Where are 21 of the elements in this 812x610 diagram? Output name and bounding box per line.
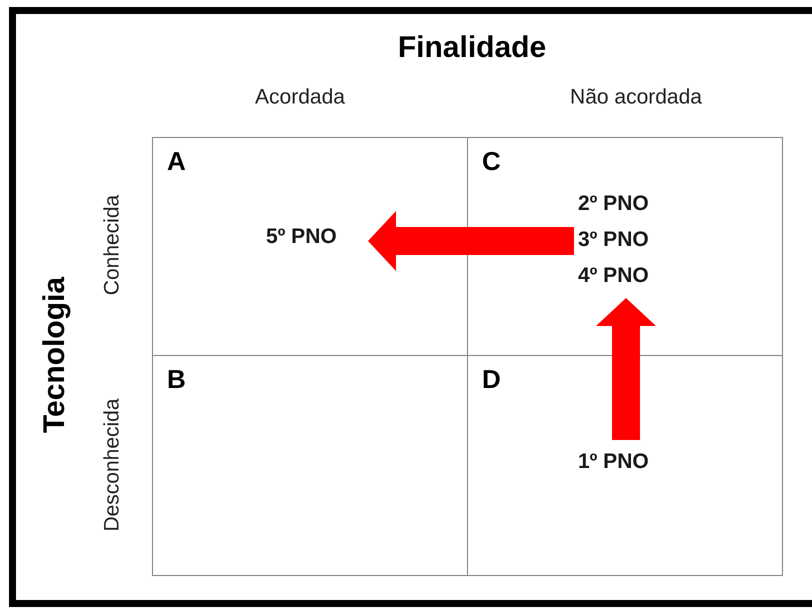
row-header: Conhecida [102,194,122,296]
quadrant-cell [152,137,468,356]
quadrant-letter: B [167,366,186,392]
quadrant-letter: A [167,148,186,174]
block-arrow [368,211,574,271]
phase-label: 1º PNO [578,449,649,475]
column-header: Não acordada [570,86,702,108]
quadrant-cell [467,355,783,576]
phase-label: 4º PNO [578,263,649,289]
column-header: Acordada [255,86,345,108]
phase-label: 5º PNO [266,224,337,250]
phase-label: 2º PNO [578,191,649,217]
block-arrow [596,298,656,440]
quadrant-cell [467,137,783,356]
quadrant-cell [152,355,468,576]
row-header: Desconhecida [102,398,122,532]
quadrant-letter: C [482,148,501,174]
axis-title: Tecnologia [40,276,70,434]
axis-title: Finalidade [398,33,546,63]
phase-label: 3º PNO [578,227,649,253]
quadrant-letter: D [482,366,501,392]
